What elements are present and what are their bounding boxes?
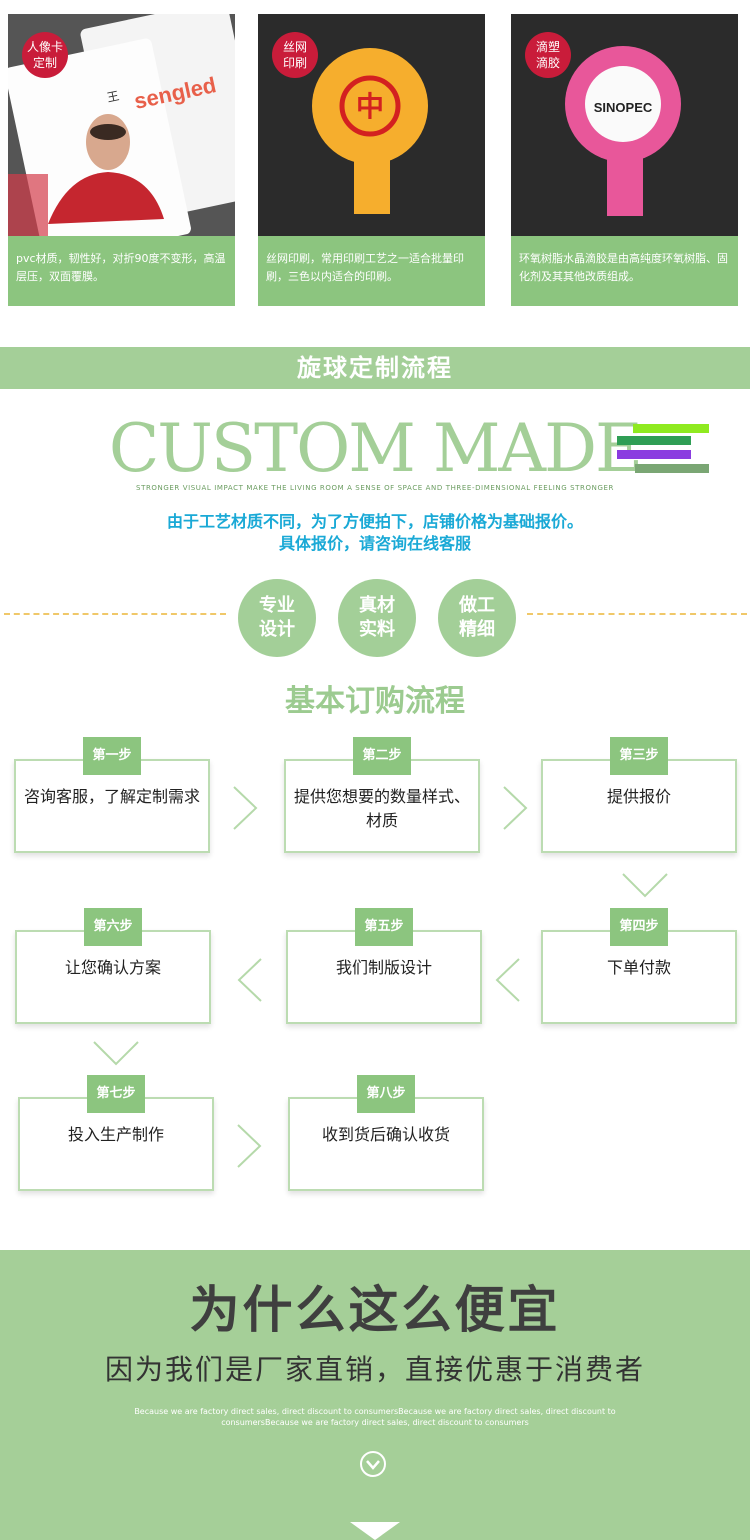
tag-badge: 人像卡 定制: [22, 32, 68, 78]
custom-made-subtitle: STRONGER VISUAL IMPACT MAKE THE LIVING R…: [136, 484, 614, 492]
step-label: 第五步: [355, 908, 413, 946]
step-label: 第四步: [610, 908, 668, 946]
step-text: 下单付款: [606, 958, 671, 977]
badge-line-2: 精细: [459, 619, 495, 640]
chevron-right-icon: [233, 786, 258, 830]
product-card-epoxy: SINOPEC 滴塑 滴胶 环氧树脂水晶滴胶是由高纯度环氧树脂、固化剂及其其他改…: [511, 14, 738, 306]
step-text: 咨询客服，了解定制需求: [23, 787, 200, 806]
badge-line-1: 专业: [259, 595, 295, 616]
feature-badge-craft: 做工 精细: [438, 579, 516, 657]
badge-line-1: 真材: [359, 595, 395, 616]
dashed-divider-left: [4, 613, 226, 615]
step-3-box: 第三步 提供报价: [541, 737, 737, 853]
chevron-left-icon: [237, 958, 262, 1002]
step-label: 第一步: [83, 737, 141, 775]
bank-logo: 中: [356, 91, 384, 122]
feature-badge-design: 专业 设计: [238, 579, 316, 657]
tag-line-2: 定制: [32, 56, 57, 70]
product-card-screen-print: 中 丝网 印刷 丝网印刷，常用印刷工艺之一适合批量印刷，三色以内适合的印刷。: [258, 14, 485, 306]
why-cheap-subtitle: 因为我们是厂家直销，直接优惠于消费者: [104, 1353, 645, 1386]
step-label: 第七步: [87, 1075, 145, 1113]
step-label: 第六步: [84, 908, 142, 946]
step-2-box: 第二步 提供您想要的数量样式、材质: [284, 737, 480, 853]
card-description: 环氧树脂水晶滴胶是由高纯度环氧树脂、固化剂及其其他改质组成。: [519, 252, 728, 283]
sinopec-logo: SINOPEC: [594, 100, 653, 115]
product-card-portrait: sengled 王 人像卡 定制 pvc材质，韧性好，对折90度不变形，高温层压…: [8, 14, 235, 306]
tag-line-1: 滴塑: [535, 40, 560, 54]
tag-line-2: 滴胶: [535, 56, 560, 70]
tag-line-1: 人像卡: [26, 40, 63, 54]
why-cheap-section: [0, 1250, 750, 1540]
step-7-box: 第七步 投入生产制作: [18, 1075, 214, 1191]
step-text: 收到货后确认收货: [321, 1125, 450, 1144]
chevron-right-icon: [237, 1124, 262, 1168]
step-8-box: 第八步 收到货后确认收货: [288, 1075, 484, 1191]
color-stripes-decoration: [617, 424, 709, 474]
why-cheap-title: 为什么这么便宜: [189, 1281, 561, 1339]
product-photo-id-card: sengled 王: [8, 14, 235, 236]
notice-line-1: 由于工艺材质不同，为了方便拍下，店铺价格为基础报价。: [166, 512, 583, 531]
step-4-box: 第四步 下单付款: [541, 908, 737, 1024]
step-6-box: 第六步 让您确认方案: [15, 908, 211, 1024]
chevron-left-icon: [495, 958, 520, 1002]
badge-line-1: 做工: [459, 595, 495, 616]
section-title-band: 旋球定制流程: [0, 347, 750, 389]
tag-badge: 滴塑 滴胶: [525, 32, 571, 78]
feature-badge-material: 真材 实料: [338, 579, 416, 657]
step-text: 提供报价: [606, 787, 671, 806]
step-1-box: 第一步 咨询客服，了解定制需求: [14, 737, 210, 853]
chevron-right-icon: [503, 786, 528, 830]
step-text: 我们制版设计: [335, 958, 432, 977]
chevron-down-icon: [622, 873, 668, 898]
custom-made-title: CUSTOM MADE: [108, 410, 643, 487]
tag-line-1: 丝网: [282, 40, 307, 54]
order-flow-title: 基本订购流程: [285, 684, 465, 719]
step-text: 提供您想要的数量样式、材质: [293, 787, 470, 830]
bottom-notch-arrow: [350, 1522, 400, 1540]
badge-line-2: 实料: [359, 619, 395, 640]
dashed-divider-right: [527, 613, 747, 615]
product-photo-yellow-reel: 中: [258, 14, 485, 236]
step-label: 第八步: [357, 1075, 415, 1113]
step-label: 第三步: [610, 737, 668, 775]
step-text: 投入生产制作: [67, 1125, 164, 1144]
step-label: 第二步: [353, 737, 411, 775]
scroll-down-icon[interactable]: [359, 1450, 387, 1478]
tag-badge: 丝网 印刷: [272, 32, 318, 78]
tag-line-2: 印刷: [282, 56, 307, 70]
step-text: 让您确认方案: [64, 958, 161, 977]
step-5-box: 第五步 我们制版设计: [286, 908, 482, 1024]
card-description: pvc材质，韧性好，对折90度不变形，高温层压，双面覆膜。: [16, 252, 226, 283]
badge-line-2: 设计: [259, 619, 295, 640]
chevron-down-icon: [93, 1041, 139, 1066]
why-cheap-english: Because we are factory direct sales, dir…: [134, 1407, 616, 1427]
card-description: 丝网印刷，常用印刷工艺之一适合批量印刷，三色以内适合的印刷。: [266, 252, 464, 283]
notice-line-2: 具体报价，请咨询在线客服: [278, 534, 471, 553]
card-name-prefix: 王: [106, 89, 121, 105]
